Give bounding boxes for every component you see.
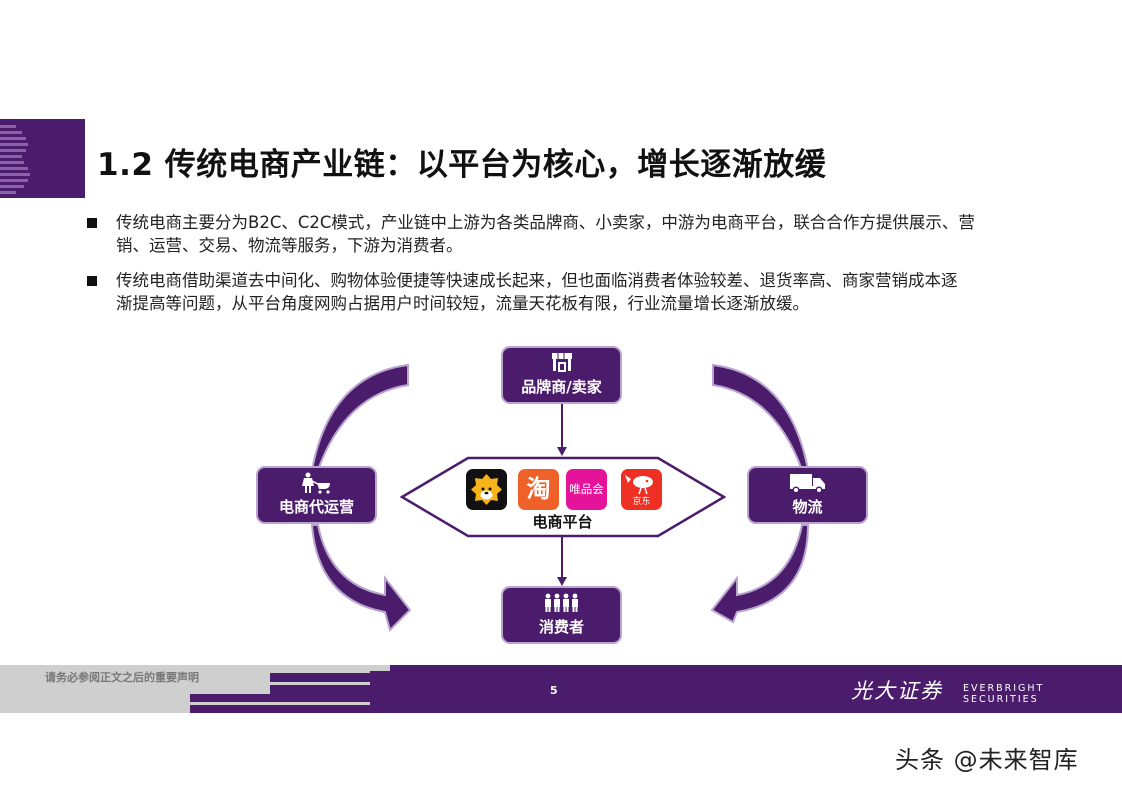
right-top-arc-arrow bbox=[712, 363, 810, 471]
left-bottom-arc-arrow bbox=[310, 524, 412, 632]
truck-icon bbox=[789, 474, 825, 493]
suning-logo bbox=[466, 469, 507, 510]
node-logistics: 物流 bbox=[747, 466, 868, 524]
page-title: 1.2 传统电商产业链：以平台为核心，增长逐渐放缓 bbox=[97, 147, 827, 183]
taobao-logo: 淘 bbox=[518, 469, 559, 510]
bullet-square-icon bbox=[87, 218, 97, 228]
node-label: 品牌商/卖家 bbox=[521, 378, 602, 396]
people-group-icon bbox=[544, 593, 578, 612]
disclaimer-note: 请务必参阅正文之后的重要声明 bbox=[45, 671, 199, 684]
node-label: 消费者 bbox=[538, 618, 584, 636]
title-accent-block bbox=[0, 119, 85, 198]
brand-logo-en: EVERBRIGHT SECURITIES bbox=[963, 683, 1045, 705]
brand-logo-cn: 光大证券 bbox=[851, 679, 943, 703]
bullet-line: 销、运营、交易、物流等服务，下游为消费者。 bbox=[116, 236, 463, 255]
node-brand-seller: 品牌商/卖家 bbox=[501, 346, 622, 404]
page-number: 5 bbox=[550, 684, 558, 697]
left-top-arc-arrow bbox=[310, 363, 409, 471]
node-consumers: 消费者 bbox=[501, 586, 622, 644]
bullet-line: 渐提高等问题，从平台角度网购占据用户时间较短，流量天花板有限，行业流量增长逐渐放… bbox=[116, 294, 809, 313]
jd-dog-icon bbox=[625, 475, 653, 495]
jd-logo: 京东 bbox=[621, 469, 662, 510]
bullet-line: 传统电商借助渠道去中间化、购物体验便捷等快速成长起来，但也面临消费者体验较差、退… bbox=[116, 271, 958, 290]
bullet-square-icon bbox=[87, 276, 97, 286]
node-label: 电商代运营 bbox=[278, 498, 354, 516]
vipshop-logo: 唯品会 bbox=[566, 469, 607, 510]
node-ecommerce-operator: 电商代运营 bbox=[256, 466, 377, 524]
person-stroller-icon bbox=[301, 472, 330, 494]
right-bottom-arc-arrow bbox=[710, 524, 810, 624]
jd-logo-text: 京东 bbox=[632, 497, 651, 507]
lion-icon bbox=[471, 474, 502, 505]
footer-stripes bbox=[190, 665, 390, 713]
bullet-line: 传统电商主要分为B2C、C2C模式，产业链中上游为各类品牌商、小卖家，中游为电商… bbox=[116, 213, 975, 232]
platform-label: 电商平台 bbox=[532, 513, 593, 531]
storefront-icon bbox=[551, 353, 572, 372]
node-label: 物流 bbox=[792, 498, 823, 516]
watermark: 头条 @未来智库 bbox=[895, 746, 1079, 774]
